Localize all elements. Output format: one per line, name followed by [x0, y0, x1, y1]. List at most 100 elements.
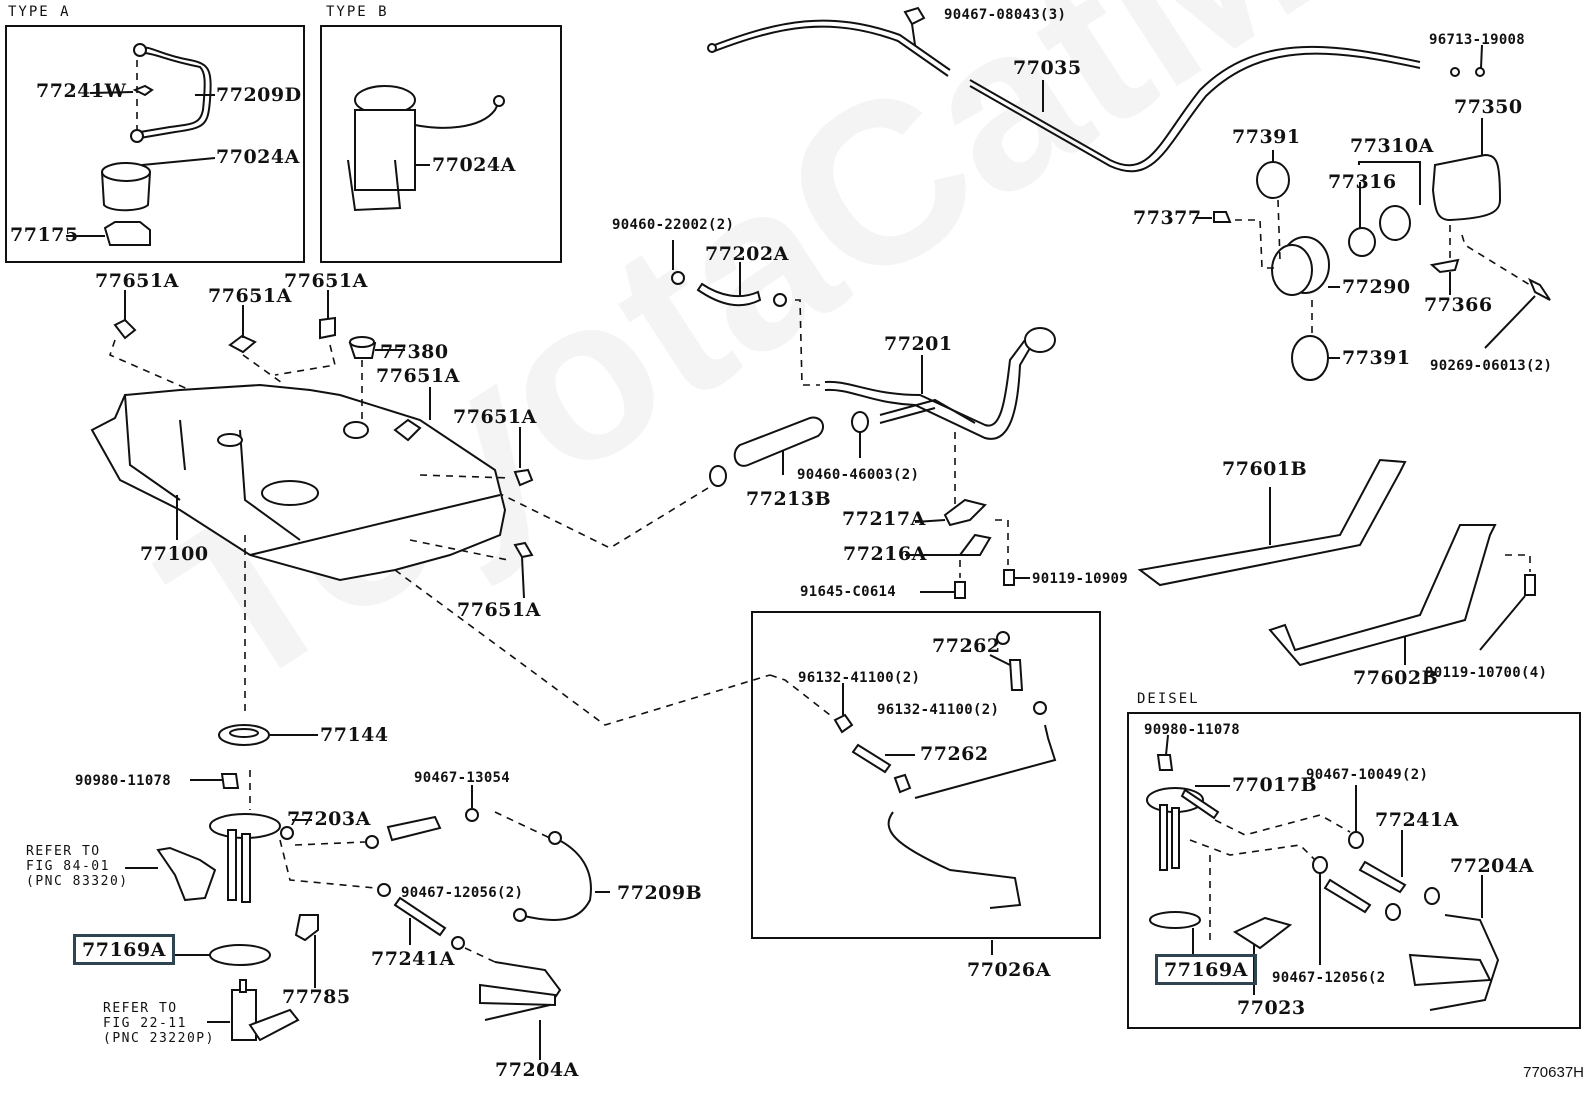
part-label[interactable]: 90119-10909: [1032, 571, 1129, 587]
hose-clamp-icon-3: [851, 411, 869, 433]
diesel-filter-77023-icon: [1232, 916, 1293, 950]
part-label[interactable]: 77391: [1342, 347, 1411, 369]
part-label[interactable]: 77316: [1328, 171, 1397, 193]
part-label[interactable]: 77026A: [967, 959, 1051, 981]
part-label[interactable]: 90460-46003(2): [797, 467, 920, 483]
part-label[interactable]: 90980-11078: [75, 773, 172, 789]
grommet-90980-icon: [220, 773, 240, 789]
part-label[interactable]: 77024A: [432, 154, 516, 176]
section-title-diesel: DEISEL: [1137, 691, 1200, 707]
part-label[interactable]: 77380: [380, 341, 449, 363]
part-label[interactable]: 77785: [282, 986, 351, 1008]
strap-77601b-icon: [1137, 458, 1407, 587]
clip-96132-a-icon: [833, 713, 854, 734]
reference-note-fig-84-01: REFER TO FIG 84-01 (PNC 83320): [26, 844, 129, 890]
part-label[interactable]: 77262: [932, 635, 1001, 657]
strap-77602b-icon: [1268, 524, 1497, 667]
part-label[interactable]: 77651A: [284, 270, 368, 292]
breather-hose-icon: [696, 282, 762, 307]
part-label[interactable]: 91645-C0614: [800, 584, 897, 600]
part-label[interactable]: 96132-41100(2): [877, 702, 1000, 718]
part-label[interactable]: 96713-19008: [1429, 32, 1526, 48]
clip-96132-b-icon: [893, 773, 912, 794]
part-label[interactable]: 77035: [1013, 57, 1082, 79]
highlighted-part-label-77169a-diesel[interactable]: 77169A: [1155, 954, 1257, 985]
part-label[interactable]: 77262: [920, 743, 989, 765]
lid-hinge-icon: [1429, 258, 1460, 274]
part-label[interactable]: 90467-08043(3): [944, 7, 1067, 23]
part-label[interactable]: 96132-41100(2): [798, 670, 921, 686]
part-label[interactable]: 77241W: [36, 80, 127, 102]
pad-icon-5: [513, 468, 534, 487]
part-label[interactable]: 77023: [1237, 997, 1306, 1019]
part-label[interactable]: 77651A: [376, 365, 460, 387]
part-label[interactable]: 77100: [140, 543, 209, 565]
diesel-clamp-1-icon: [1348, 831, 1364, 849]
reference-note-line[interactable]: FIG 84-01: [26, 858, 110, 874]
part-label[interactable]: 77290: [1342, 276, 1411, 298]
part-label[interactable]: 77209D: [216, 84, 302, 106]
part-label[interactable]: 77209B: [617, 882, 703, 904]
part-label[interactable]: 77144: [320, 724, 389, 746]
part-label[interactable]: 90980-11078: [1144, 722, 1241, 738]
fuel-lid-cable-icon: [707, 19, 1460, 173]
diesel-clamp-3-icon: [1424, 887, 1440, 905]
pad-icon-6: [513, 541, 534, 559]
part-label[interactable]: 77651A: [95, 270, 179, 292]
part-label[interactable]: 77366: [1424, 294, 1493, 316]
diesel-clamp-2-icon: [1312, 856, 1328, 874]
part-label[interactable]: 77024A: [216, 146, 300, 168]
ring-77144-icon: [218, 724, 270, 746]
part-label[interactable]: 77601B: [1222, 458, 1308, 480]
hose-clamp-icon-1: [671, 271, 685, 285]
part-label[interactable]: 77377: [1133, 207, 1202, 229]
part-label[interactable]: 90467-13054: [414, 770, 511, 786]
part-label[interactable]: 77017B: [1232, 774, 1318, 796]
part-label[interactable]: 77204A: [1450, 855, 1534, 877]
pad-icon-1: [113, 318, 137, 340]
part-label[interactable]: 77175: [10, 224, 79, 246]
part-label[interactable]: 90269-06013(2): [1430, 358, 1553, 374]
part-label[interactable]: 77213B: [746, 488, 832, 510]
part-label[interactable]: 90467-12056(2): [401, 885, 524, 901]
part-label[interactable]: 77651A: [453, 406, 537, 428]
part-label[interactable]: 90119-10700(4): [1425, 665, 1548, 681]
part-label[interactable]: 90460-22002(2): [612, 217, 735, 233]
reference-note-line: REFER TO: [26, 844, 101, 859]
highlighted-part-label-77169a[interactable]: 77169A: [73, 934, 175, 965]
section-title-type-b: TYPE B: [326, 4, 389, 20]
bolt-91645-icon: [954, 581, 966, 599]
type-a-box: [5, 25, 305, 263]
part-label[interactable]: 77651A: [208, 285, 292, 307]
part-label[interactable]: 77602B: [1353, 667, 1439, 689]
bolt-90119-10909-icon: [1003, 569, 1015, 586]
pad-icon-3: [319, 316, 336, 340]
part-label[interactable]: 77350: [1454, 96, 1523, 118]
pad-icon-4: [393, 418, 422, 442]
type-a-clip-icon: [132, 84, 154, 97]
diesel-pipe-77204a-icon: [1429, 914, 1500, 1011]
part-label[interactable]: 77204A: [495, 1059, 579, 1081]
part-label[interactable]: 77310A: [1350, 135, 1434, 157]
part-label[interactable]: 90467-10049(2): [1306, 767, 1429, 783]
part-label[interactable]: 77201: [884, 333, 953, 355]
part-label[interactable]: 77391: [1232, 126, 1301, 148]
part-label[interactable]: 77217A: [842, 508, 926, 530]
part-label[interactable]: 77202A: [705, 243, 789, 265]
sender-gauge-icon: [156, 846, 217, 902]
section-title-type-a: TYPE A: [8, 4, 71, 20]
type-b-box: [320, 25, 562, 263]
diesel-hose-2-icon: [1323, 878, 1372, 914]
reference-note-line[interactable]: FIG 22-11: [103, 1015, 187, 1031]
figure-code: 770637H: [1523, 1064, 1584, 1081]
filler-cap-icon: [1348, 205, 1411, 257]
pipe-77026a-icon: [887, 724, 1057, 909]
hose-77241a-lower-icon: [393, 896, 447, 937]
part-label[interactable]: 77203A: [287, 808, 371, 830]
part-label[interactable]: 77651A: [457, 599, 541, 621]
part-label[interactable]: 77241A: [1375, 809, 1459, 831]
part-label[interactable]: 90467-12056(2: [1272, 970, 1386, 986]
gasket-bottom-icon: [1291, 335, 1329, 381]
part-label[interactable]: 77241A: [371, 948, 455, 970]
part-label[interactable]: 77216A: [843, 543, 927, 565]
